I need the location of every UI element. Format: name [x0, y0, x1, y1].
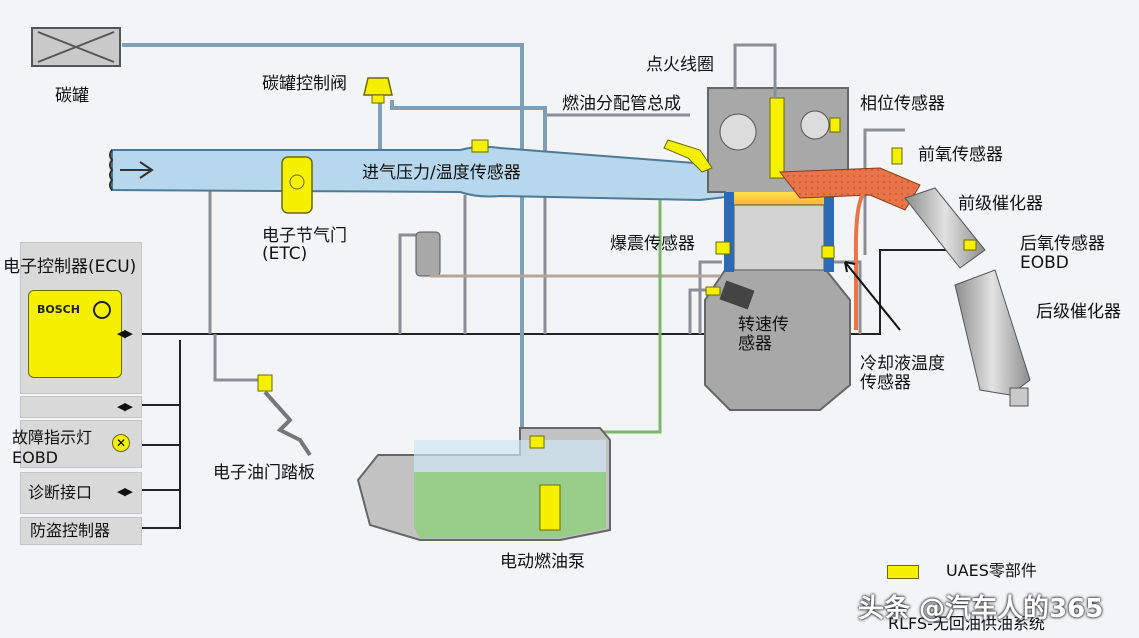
canister-label: 碳罐 — [55, 86, 89, 106]
etc-abbr-label: (ETC) — [262, 244, 308, 264]
fuel-pump-label: 电动燃油泵 — [500, 552, 585, 572]
fuel-tank — [356, 427, 611, 541]
coolant-hose — [853, 188, 868, 330]
ecu-aux-row — [20, 396, 142, 418]
phase-sensor — [829, 117, 841, 133]
ignition-wire — [733, 43, 777, 98]
phase-sensor-label: 相位传感器 — [860, 94, 945, 114]
mil-lamp-icon: ✕ — [112, 434, 130, 452]
ecu-connector-arrows: ◀▶ — [117, 327, 133, 340]
rear-o2-eobd-label: EOBD — [1020, 253, 1069, 273]
ecu-wiring — [140, 249, 960, 529]
mil-label: 故障指示灯 — [12, 428, 93, 447]
exhaust-manifold — [779, 167, 921, 211]
fuel-rail — [663, 139, 713, 173]
legend-uaes-swatch — [887, 565, 919, 579]
ignition-coil-label: 点火线圈 — [646, 55, 714, 75]
pedal-label: 电子油门踏板 — [213, 463, 315, 483]
diag-arrows: ◀▶ — [117, 485, 133, 498]
coolant-sensor-label-2: 传感器 — [860, 373, 911, 393]
map-sensor — [471, 139, 489, 153]
coolant-pointer — [844, 261, 901, 331]
watermark: 头条 @汽车人的365 — [858, 594, 1104, 624]
speed-sensor — [705, 280, 755, 310]
immobilizer-label: 防盗控制器 — [30, 521, 111, 540]
ecu-unit: BOSCH — [28, 290, 122, 378]
engine-block — [704, 87, 851, 411]
canister-valve — [363, 77, 393, 104]
rear-cat-label: 后级催化器 — [1036, 302, 1121, 322]
etc-label: 电子节气门 — [262, 226, 347, 246]
front-o2-sensor — [891, 147, 903, 165]
diag-row — [20, 472, 142, 514]
legend-uaes-label: UAES零部件 — [946, 561, 1037, 580]
front-cat-label: 前级催化器 — [958, 194, 1043, 214]
coolant-sensor-label: 冷却液温度 — [860, 354, 945, 374]
fuel-rail-label: 燃油分配管总成 — [562, 94, 681, 114]
immobilizer-row — [20, 517, 142, 545]
legend-system-label: RLFS-无回油供油系统 — [888, 614, 1045, 633]
speed-sensor-label-2: 感器 — [738, 334, 772, 354]
rear-o2-sensor — [963, 239, 977, 251]
bosch-emblem-icon — [93, 301, 111, 319]
knock-sensor — [715, 241, 731, 255]
canister-valve-label: 碳罐控制阀 — [262, 74, 347, 94]
speed-sensor-label: 转速传 — [738, 315, 789, 335]
aux-valve — [415, 231, 441, 277]
map-sensor-label: 进气压力/温度传感器 — [362, 163, 521, 183]
aux-row-arrows: ◀▶ — [117, 400, 133, 413]
rear-o2-label: 后氧传感器 — [1020, 234, 1105, 254]
canister — [31, 27, 121, 67]
rear-catalyst — [954, 269, 1031, 407]
diag-port-label: 诊断接口 — [28, 483, 93, 502]
knock-sensor-label: 爆震传感器 — [610, 234, 695, 254]
mil-eobd-label: EOBD — [12, 448, 58, 467]
front-o2-label: 前氧传感器 — [918, 145, 1003, 165]
etc-throttle-body — [281, 156, 313, 214]
ecu-title: 电子控制器(ECU) — [3, 257, 137, 277]
accelerator-pedal — [257, 374, 312, 457]
bosch-logo: BOSCH — [37, 303, 80, 316]
coolant-sensor — [821, 245, 835, 259]
